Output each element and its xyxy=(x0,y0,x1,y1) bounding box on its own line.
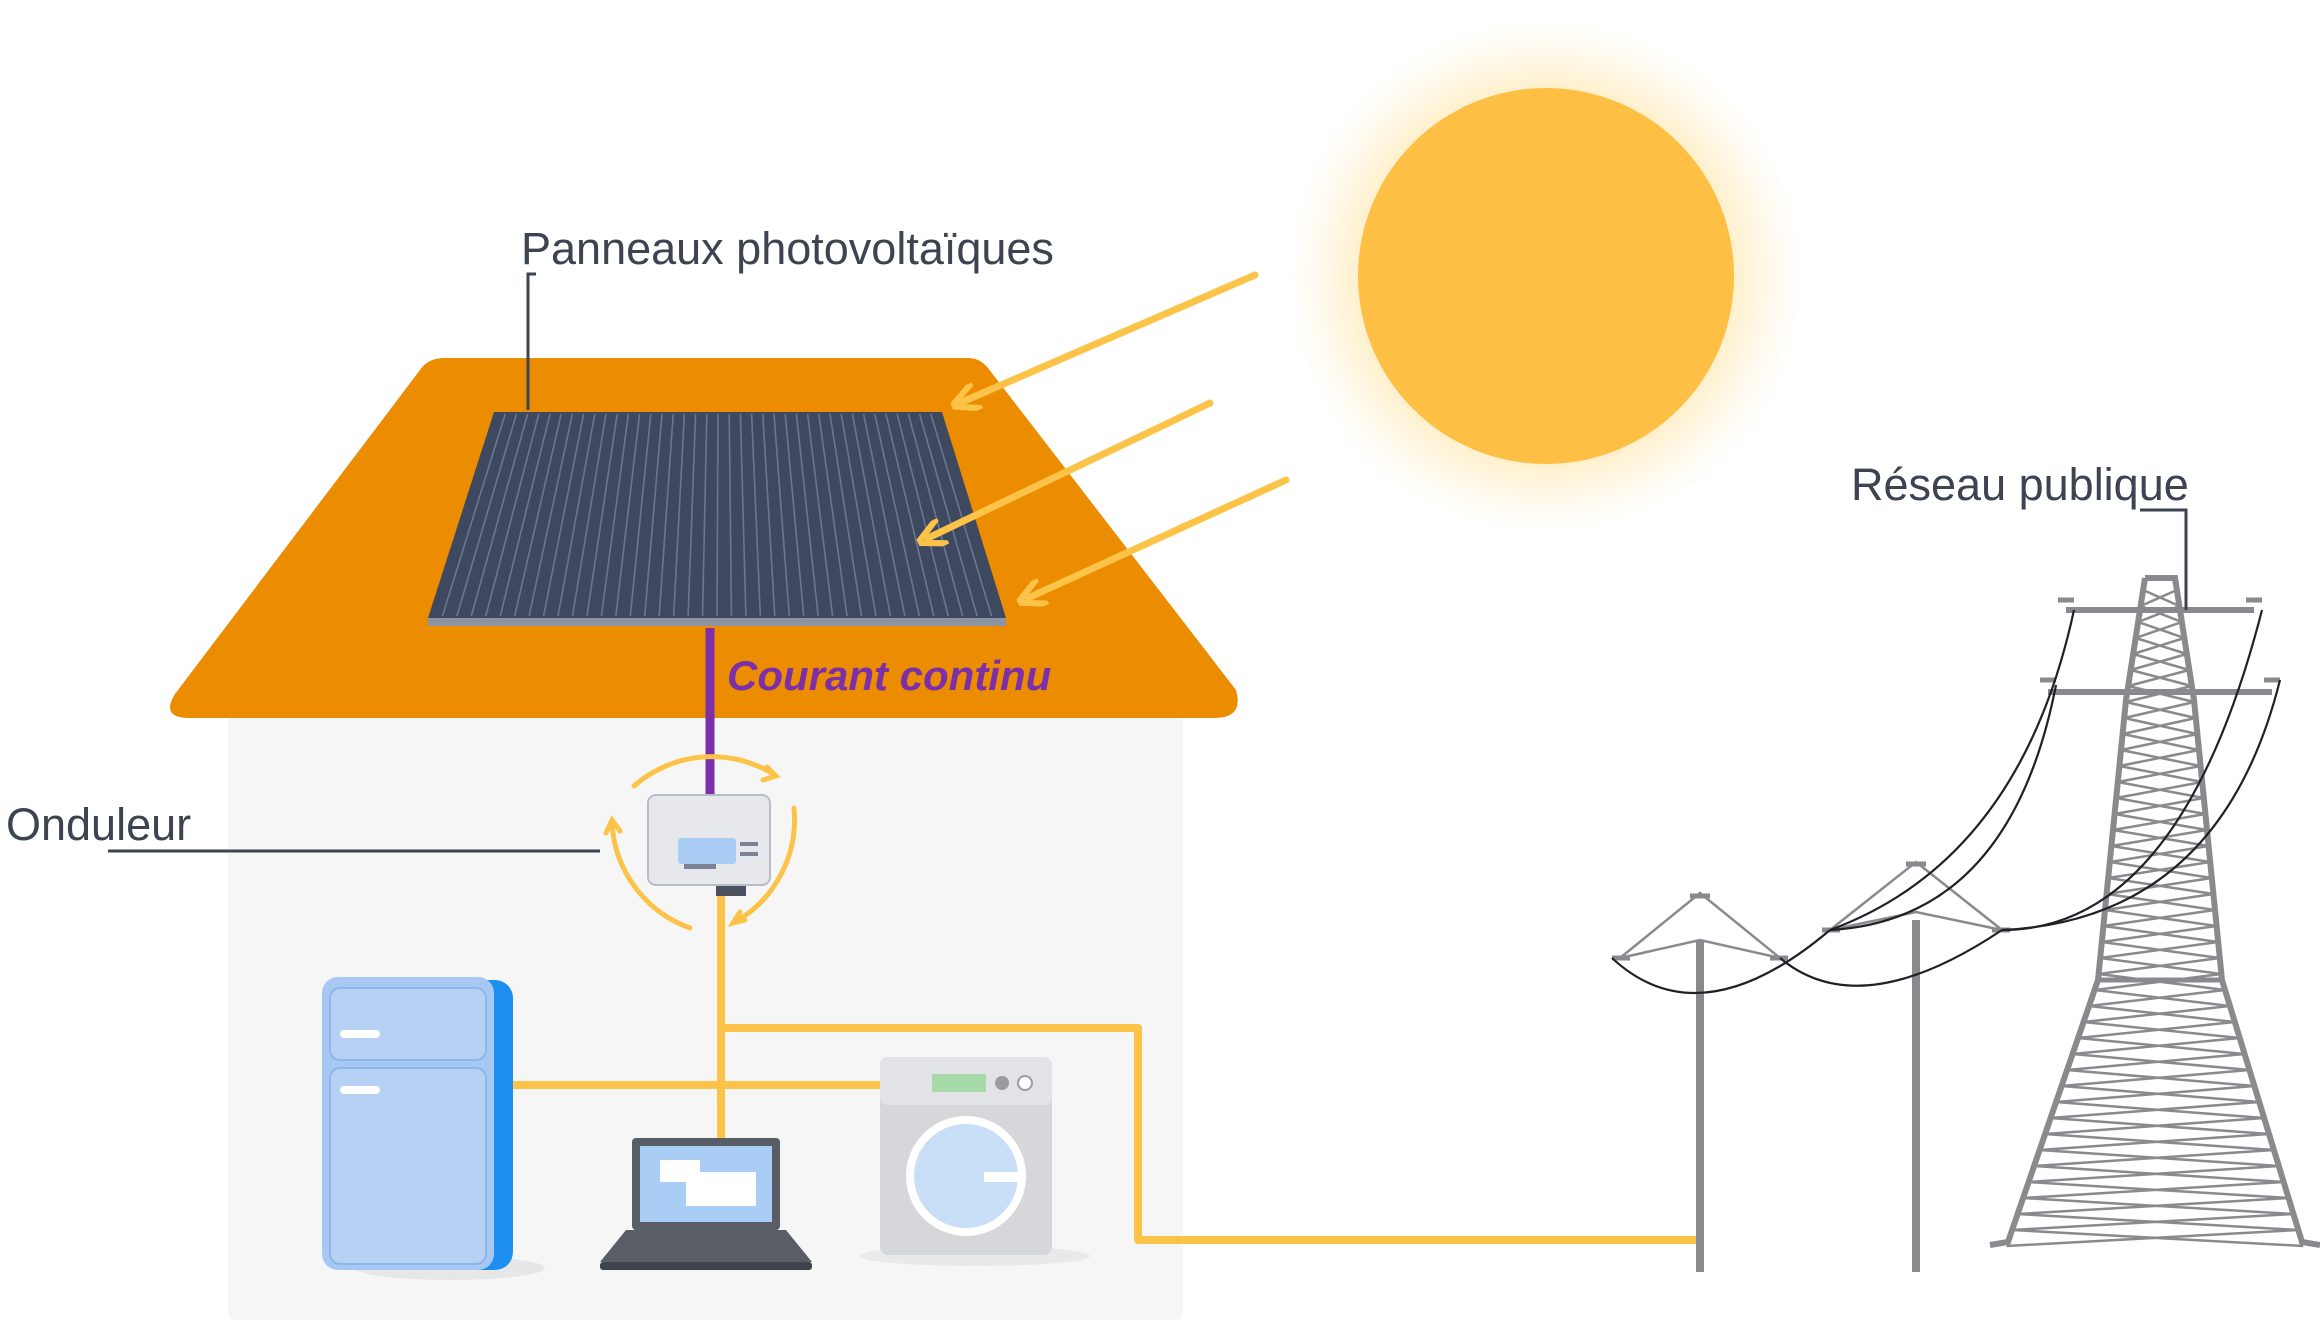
sun-ray-arrow-2 xyxy=(928,399,1214,538)
inverter-icon xyxy=(647,794,771,896)
grid-label: Réseau publique xyxy=(1851,459,2189,510)
solar-panel-icon xyxy=(428,412,1006,626)
dc-current-label: Courant continu xyxy=(727,652,1051,699)
transmission-tower-icon xyxy=(1989,575,2320,1248)
inverter-label: Onduleur xyxy=(6,799,191,850)
utility-pole-icon xyxy=(1612,891,1788,1272)
power-cables xyxy=(1611,609,2282,995)
sun-icon xyxy=(1288,18,1804,534)
inverter-rotation-arrows xyxy=(603,754,798,931)
panels-leader-line xyxy=(526,272,536,410)
fridge-icon xyxy=(322,977,545,1280)
panels-label: Panneaux photovoltaïques xyxy=(521,223,1054,274)
laptop-icon xyxy=(600,1138,812,1270)
washing-machine-icon xyxy=(860,1057,1090,1266)
sun-rays xyxy=(928,271,1290,598)
sun-ray-arrow-3 xyxy=(1028,476,1290,598)
sun-ray-arrow-1 xyxy=(962,271,1259,402)
utility-pole-icon xyxy=(1822,860,2010,1272)
grid-leader-line xyxy=(2140,508,2188,610)
ac-wiring xyxy=(510,890,1700,1244)
